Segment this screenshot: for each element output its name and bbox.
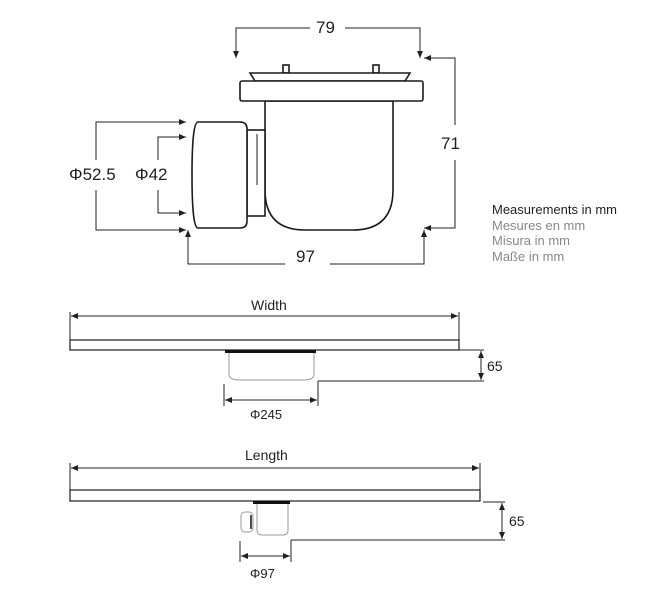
width-view-drawing xyxy=(69,312,484,406)
dimension-97-lines xyxy=(185,230,427,265)
width-diameter-label: Φ245 xyxy=(250,407,283,422)
legend-italian: Misura in mm xyxy=(492,233,571,248)
dimension-97-label: 97 xyxy=(296,247,315,266)
measurement-legend: Measurements in mm Mesures en mm Misura … xyxy=(492,202,617,264)
dimension-71-lines xyxy=(424,55,456,231)
legend-french: Mesures en mm xyxy=(492,217,586,233)
dimension-71-label: 71 xyxy=(441,134,460,153)
dimension-79-lines xyxy=(233,27,423,58)
dimension-phi52-lines xyxy=(95,119,186,233)
length-diameter-label: Φ97 xyxy=(250,566,275,581)
legend-english: Measurements in mm xyxy=(492,202,617,217)
dimension-79-label: 79 xyxy=(316,18,335,37)
length-view-drawing xyxy=(69,463,505,562)
length-height-label: 65 xyxy=(509,513,525,529)
length-label: Length xyxy=(245,447,288,463)
legend-german: Maße in mm xyxy=(492,248,565,264)
drain-trap-side-view xyxy=(191,64,424,231)
width-label: Width xyxy=(251,297,287,313)
width-height-label: 65 xyxy=(487,358,503,374)
dimension-phi42-label: Φ42 xyxy=(135,165,168,184)
dimension-phi52-label: Φ52.5 xyxy=(69,165,116,184)
